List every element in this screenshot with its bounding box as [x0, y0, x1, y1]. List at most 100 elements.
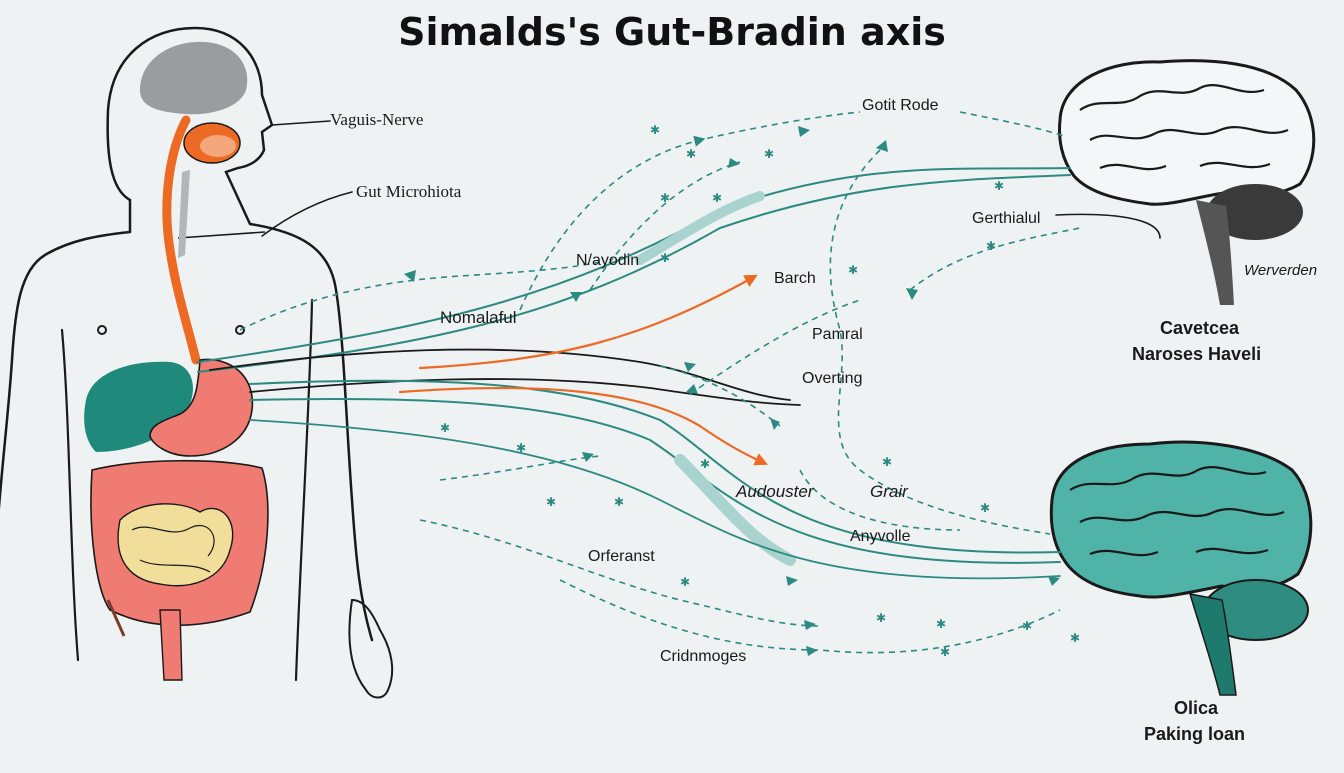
black-line-2: [249, 378, 801, 406]
dashed-path-10: [419, 519, 821, 627]
label-gerthialul: Gerthialul: [972, 210, 1041, 227]
label-grair: Grair: [870, 482, 908, 501]
microbe-dot: ✱: [876, 611, 886, 625]
microbe-dot: ✱: [614, 495, 624, 509]
arrowhead: [786, 576, 798, 586]
brain-top-brainstem: [1196, 200, 1234, 305]
body-hand: [348, 598, 394, 699]
nipple-left: [97, 325, 107, 335]
teal-band-bottom-fill: [674, 454, 796, 566]
dashed-path-5: [909, 227, 1081, 291]
brain-top-folds: [1079, 84, 1289, 171]
arrowhead: [686, 384, 698, 394]
label-pamral: Pamral: [812, 326, 863, 343]
label-nomalaful: Nomalaful: [440, 308, 517, 327]
microbe-dot: ✱: [712, 191, 722, 205]
microbe-dot: ✱: [660, 191, 670, 205]
microbe-dot: ✱: [700, 457, 710, 471]
dashed-path-12: [799, 469, 961, 531]
arrowhead: [804, 620, 816, 630]
dashed-path-2: [589, 161, 741, 291]
microbe-dot: ✱: [680, 575, 690, 589]
label-nayodin: N/ayodin: [576, 252, 640, 269]
small-intestine-folds: [131, 525, 215, 573]
label-audouster: Audouster: [736, 482, 814, 501]
brain-silhouette: [140, 41, 248, 115]
orange-line-up: [418, 274, 758, 370]
esophagus: [162, 115, 201, 365]
diagram-title: Simalds's Gut-Bradin axis: [398, 10, 946, 54]
arrowheads: [404, 126, 1060, 656]
human-body-figure: [0, 26, 394, 699]
teal-band-top-inner: [197, 174, 1071, 373]
brain-bottom-cortex: [1049, 440, 1313, 599]
arrowhead: [906, 288, 918, 300]
arrowhead: [1048, 576, 1060, 586]
label-werverden: Werverden: [1244, 262, 1318, 279]
dashed-path-1: [519, 111, 861, 311]
label-cridnmoges: Cridnmoges: [660, 648, 747, 665]
arrowhead: [798, 126, 810, 137]
nipple-right: [235, 325, 245, 335]
body-torso-sides: [60, 298, 314, 682]
microbe-dot: ✱: [440, 421, 450, 435]
dashed-path-7: [689, 299, 861, 395]
vagus-pointer: [271, 120, 331, 126]
arrowhead: [684, 362, 696, 372]
dashed-path-4: [829, 149, 1051, 535]
dashed-path-11: [559, 579, 1061, 654]
brain-bottom-folds: [1069, 466, 1285, 557]
teal-band-bottom-inner: [249, 397, 1061, 564]
label-brain-bottom-line1: Olica: [1174, 698, 1219, 718]
microbe-dot: ✱: [660, 251, 670, 265]
black-line-1: [209, 348, 791, 401]
appendix: [106, 599, 126, 637]
label-gut-microbiota: Gut Microhiota: [356, 182, 462, 201]
label-barch: Barch: [774, 270, 816, 287]
body-neck-line: [177, 231, 266, 239]
teal-line-lower: [249, 419, 1061, 580]
arrowhead: [806, 646, 818, 656]
dashed-path-6: [239, 261, 601, 331]
arrowhead: [582, 452, 594, 462]
label-vagus-nerve: Vaguis-Nerve: [330, 110, 424, 129]
label-overting: Overting: [802, 370, 863, 387]
microbe-dot: ✱: [986, 239, 996, 253]
label-brain-top-line1: Cavetcea: [1160, 318, 1240, 338]
orange-line-down: [398, 386, 769, 466]
microbe-dot: ✱: [686, 147, 696, 161]
microbe-dots: ✱ ✱ ✱ ✱ ✱ ✱ ✱ ✱ ✱ ✱ ✱ ✱ ✱ ✱ ✱ ✱ ✱ ✱ ✱ ✱ …: [440, 123, 1080, 659]
microbe-dot: ✱: [980, 501, 990, 515]
label-brain-bottom-line2: Paking loan: [1144, 724, 1246, 744]
label-brain-top-line2: Naroses Haveli: [1132, 344, 1262, 364]
microbe-dot: ✱: [650, 123, 660, 137]
microbe-dot: ✱: [1070, 631, 1080, 645]
arrowhead: [876, 140, 888, 152]
mouth-inner: [200, 135, 236, 157]
microbe-dot: ✱: [940, 645, 950, 659]
microbe-dot: ✱: [546, 495, 556, 509]
brain-bottom: [1049, 440, 1313, 696]
arrowhead: [570, 292, 582, 302]
teal-band-top-fill: [635, 191, 765, 265]
gerthialul-pointer: [1055, 213, 1161, 239]
label-anyvolle: Anyvolle: [850, 528, 911, 545]
microbe-dot: ✱: [764, 147, 774, 161]
brain-bottom-brainstem: [1188, 593, 1237, 696]
arrowhead: [404, 270, 416, 282]
label-orferanst: Orferanst: [588, 548, 655, 565]
microbe-dot: ✱: [936, 617, 946, 631]
small-intestine: [117, 503, 234, 587]
spinal-column: [178, 170, 190, 258]
dashed-pathways: [239, 111, 1081, 654]
microbiota-pointer: [261, 191, 353, 237]
brain-top: [1058, 59, 1316, 305]
microbe-dot: ✱: [882, 455, 892, 469]
dashed-path-3: [959, 111, 1065, 137]
rectum: [159, 609, 183, 681]
solid-pathways: [197, 120, 1161, 580]
stomach: [149, 358, 254, 457]
microbe-dot: ✱: [994, 179, 1004, 193]
